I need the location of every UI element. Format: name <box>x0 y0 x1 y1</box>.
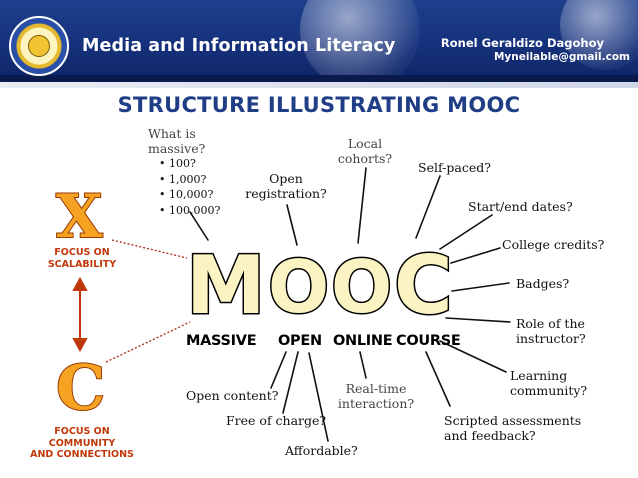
mooc-letter-c: C <box>393 239 455 332</box>
massive-bullet-list: 100? 1,000? 10,000? 100,000? <box>159 156 220 218</box>
c-focus-line-1: FOCUS ON <box>54 426 110 437</box>
label-badges: Badges? <box>516 276 570 291</box>
author-email: Myneilable@gmail.com <box>493 51 630 63</box>
arrow-head-up <box>72 276 88 291</box>
line-open-registration <box>286 204 298 246</box>
word-course: COURSE <box>396 333 461 349</box>
slide-title: STRUCTURE ILLUSTRATING MOOC <box>117 93 521 117</box>
mooc-letter-o2: O <box>329 245 393 329</box>
slide-header: Media and Information Literacy Ronel Ger… <box>0 0 638 88</box>
list-item: 100,000? <box>159 203 220 219</box>
c-letter: C <box>55 351 106 424</box>
decorative-orb <box>300 0 420 88</box>
list-item: 10,000? <box>159 187 220 203</box>
label-free-of-charge: Free of charge? <box>226 413 327 428</box>
label-start-end-dates: Start/end dates? <box>468 199 573 214</box>
line-self-paced <box>415 175 441 239</box>
label-what-is-massive: What is massive? <box>148 126 206 156</box>
c-focus-line-3: AND CONNECTIONS <box>30 449 134 460</box>
dotted-line-c <box>105 321 191 363</box>
mooc-letter-o1: O <box>266 245 330 329</box>
author-name: Ronel Geraldizo Dagohoy <box>440 36 604 50</box>
line-open-content <box>270 351 287 389</box>
label-local-cohorts: Local cohorts? <box>337 136 393 166</box>
line-affordable <box>308 352 329 442</box>
x-focus-line-2: SCALABILITY <box>47 258 117 270</box>
label-real-time-interaction: Real-time interaction? <box>337 381 415 411</box>
mooc-letter-m: M <box>185 239 268 332</box>
header-stripe <box>0 82 638 88</box>
course-title: Media and Information Literacy <box>82 36 396 56</box>
dotted-line-x <box>111 239 188 259</box>
x-focus-line-1: FOCUS ON <box>54 247 110 258</box>
line-learning-community <box>439 340 507 373</box>
line-start-end <box>439 214 493 250</box>
label-role-instructor: Role of the instructor? <box>516 316 586 346</box>
x-focus-label: FOCUS ON SCALABILITY <box>44 247 120 270</box>
c-focus-label: FOCUS ON COMMUNITY AND CONNECTIONS <box>30 426 134 461</box>
line-badges <box>451 282 510 292</box>
c-focus-line-2: COMMUNITY <box>48 437 116 449</box>
label-learning-community: Learning community? <box>510 368 588 398</box>
line-free <box>282 351 299 414</box>
label-college-credits: College credits? <box>502 237 605 252</box>
x-letter: X <box>55 182 104 252</box>
word-online: ONLINE <box>333 333 393 349</box>
header-band <box>0 75 638 82</box>
word-massive: MASSIVE <box>186 333 257 349</box>
label-affordable: Affordable? <box>285 443 358 458</box>
label-self-paced: Self-paced? <box>418 160 491 175</box>
line-real-time <box>359 351 367 379</box>
school-seal-logo <box>9 16 69 76</box>
line-role-instructor <box>445 317 511 323</box>
list-item: 1,000? <box>159 172 220 188</box>
line-college-credits <box>450 247 501 264</box>
word-open: OPEN <box>278 333 322 349</box>
label-open-content: Open content? <box>186 388 279 403</box>
label-open-registration: Open registration? <box>245 171 327 201</box>
arrow-head-down <box>72 338 88 353</box>
list-item: 100? <box>159 156 220 172</box>
line-scripted <box>425 351 451 407</box>
label-scripted-assessments: Scripted assessments and feedback? <box>444 413 582 443</box>
line-local-cohorts <box>357 167 367 244</box>
